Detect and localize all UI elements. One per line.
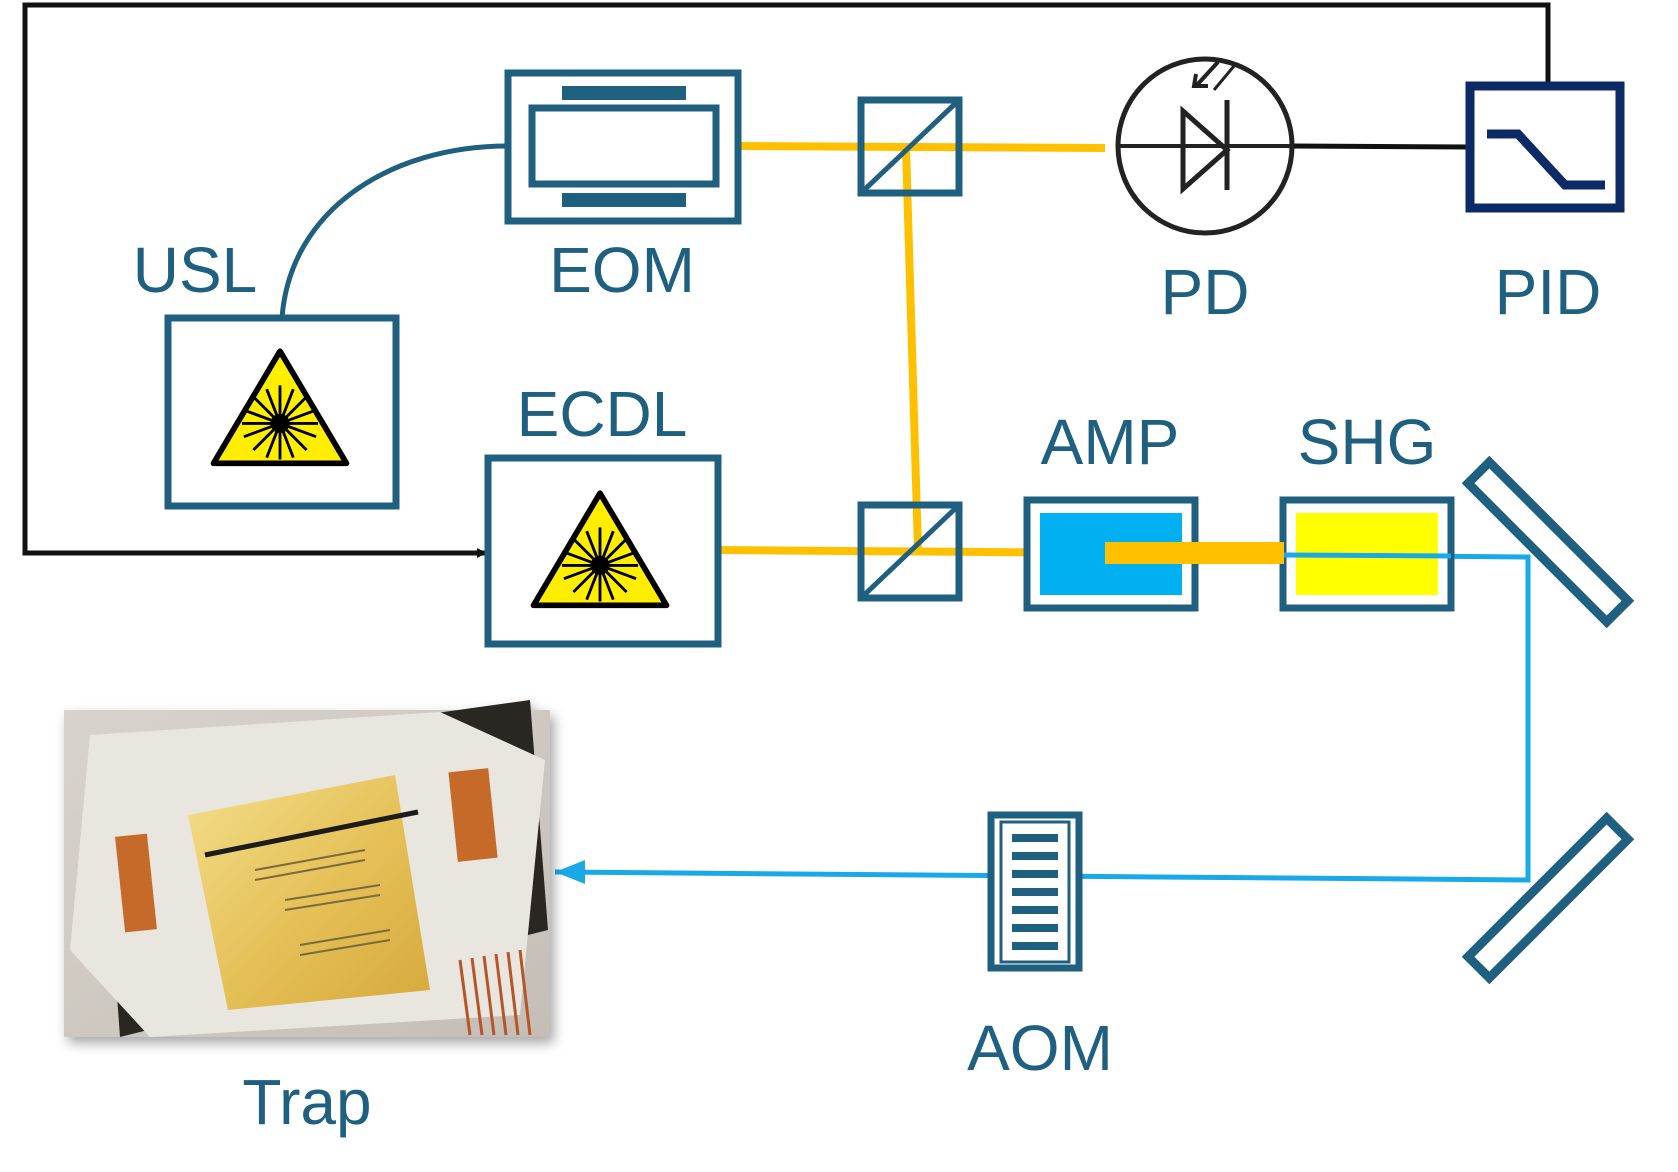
ecdl-laser (484, 454, 722, 648)
ecdl-label: ECDL (517, 378, 688, 450)
pd-to-pid-wire (1291, 143, 1469, 150)
shg-output-beam (1283, 552, 1452, 559)
trap-label: Trap (242, 1066, 371, 1138)
aom-label: AOM (967, 1012, 1113, 1084)
pd-label: PD (1161, 256, 1250, 328)
aom (987, 811, 1083, 972)
amp-label: AMP (1041, 406, 1180, 478)
usl-laser (164, 314, 400, 510)
usl-label: USL (133, 234, 258, 306)
mirror-top (1461, 455, 1635, 629)
mirror-bottom (1461, 811, 1635, 985)
shg-label: SHG (1298, 406, 1437, 478)
photodiode-icon (1115, 56, 1295, 236)
pid-label: PID (1495, 256, 1602, 328)
feedback-loop-wire (22, 2, 1551, 558)
pid-controller (1465, 81, 1625, 213)
ion-trap-chip-photo (64, 700, 550, 1037)
acousto-optic-modulator-icon (1012, 834, 1058, 950)
eom-label: EOM (549, 234, 695, 306)
lowpass-filter-icon (1487, 129, 1605, 190)
beam-splitter-top (857, 96, 963, 197)
eom (504, 69, 742, 225)
beam-splitter-bottom (857, 501, 963, 602)
usl-fiber (279, 143, 509, 319)
